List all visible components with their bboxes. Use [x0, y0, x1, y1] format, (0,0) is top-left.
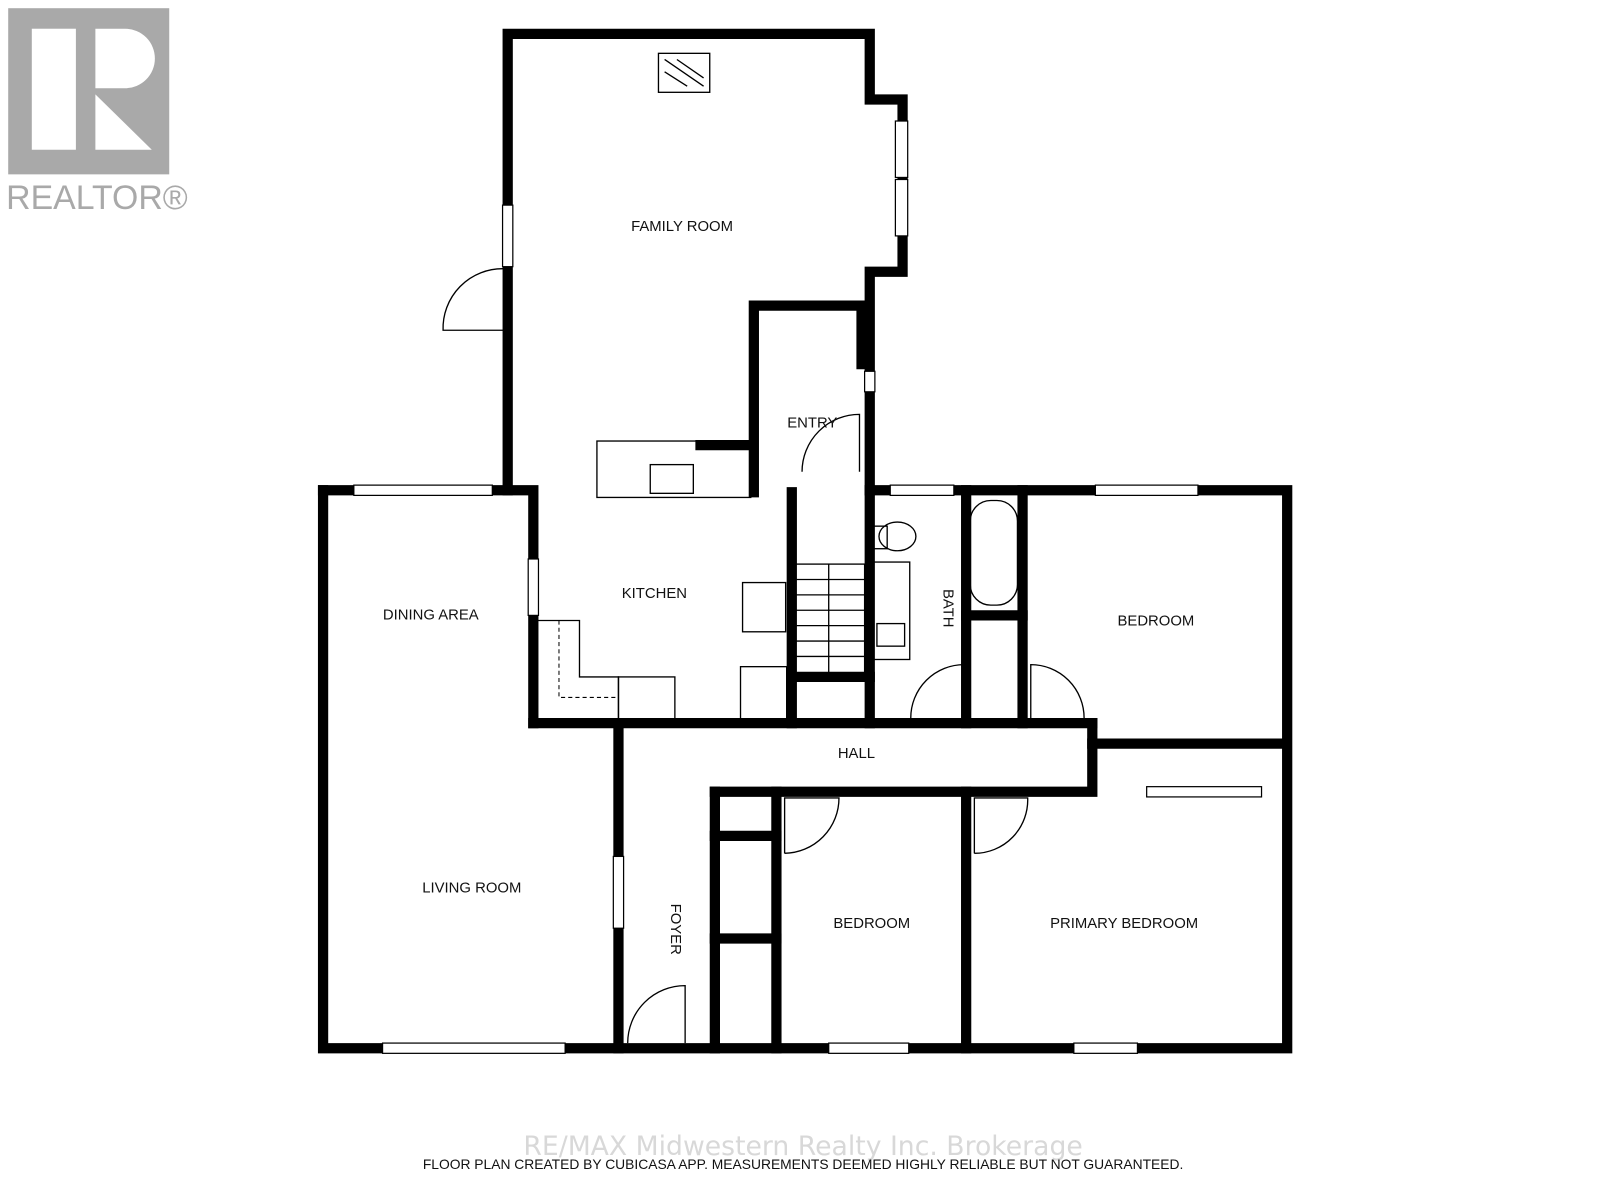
windows	[353, 120, 1263, 1054]
label-hall: HALL	[838, 746, 875, 762]
sink-icon	[649, 463, 694, 494]
realtor-logo: REALTOR®	[6, 8, 188, 217]
stairs	[794, 563, 866, 676]
room-labels: FAMILY ROOM ENTRY KITCHEN DINING AREA BA…	[383, 219, 1198, 955]
label-bedroom-2: BEDROOM	[833, 916, 910, 932]
kitchen-counter	[596, 440, 752, 499]
walls	[317, 28, 1293, 1054]
label-bath: BATH	[940, 589, 956, 628]
vanity-icon	[873, 561, 911, 661]
label-family-room: FAMILY ROOM	[631, 219, 733, 235]
label-dining-area: DINING AREA	[383, 607, 479, 623]
stove-icon	[741, 581, 787, 633]
label-bedroom-1: BEDROOM	[1118, 614, 1195, 630]
fireplace-icon	[657, 52, 711, 93]
bathtub-icon	[969, 499, 1019, 606]
label-primary-bedroom: PRIMARY BEDROOM	[1050, 916, 1198, 932]
doors	[442, 268, 1085, 1044]
toilet-icon	[878, 521, 917, 552]
label-foyer: FOYER	[667, 904, 683, 955]
label-entry: ENTRY	[787, 416, 837, 432]
label-living-room: LIVING ROOM	[422, 880, 521, 896]
fixtures	[537, 52, 1019, 721]
footer-disclaimer: FLOOR PLAN CREATED BY CUBICASA APP. MEAS…	[423, 1156, 1183, 1172]
bath-sink-icon	[876, 622, 906, 647]
watermark: RE/MAX Midwestern Realty Inc. Brokerage	[523, 1131, 1082, 1162]
realtor-logo-text: REALTOR®	[6, 179, 188, 217]
label-kitchen: KITCHEN	[622, 586, 687, 602]
